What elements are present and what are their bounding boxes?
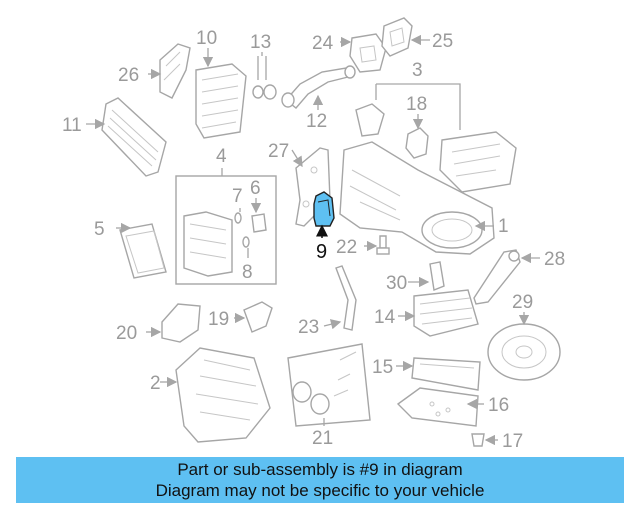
part-16-tray [396,387,479,427]
part-9-highlighted [313,191,335,227]
callout-29: 29 [512,292,533,313]
callout-4: 4 [216,146,227,167]
callout-3: 3 [412,60,423,81]
callout-18: 18 [406,94,427,115]
callout-8: 8 [242,262,253,283]
leader-lines [86,34,540,446]
callout-28: 28 [544,249,565,270]
callout-6: 6 [250,178,261,199]
callout-22: 22 [336,237,357,258]
part-14-flap [413,289,479,337]
part-1-housing [339,141,495,255]
callout-7: 7 [232,186,243,207]
part-30-clip [429,261,445,291]
part-21-kit-box [287,343,371,427]
callout-16: 16 [488,395,509,416]
part-24-seal [349,33,387,73]
callout-9: 9 [316,241,327,263]
info-banner: Part or sub-assembly is #9 in diagram Di… [16,457,624,503]
part-26-bracket [159,43,191,99]
part-2-lower-housing [175,347,271,443]
part-17-screw [471,433,485,447]
banner-line-1: Part or sub-assembly is #9 in diagram [177,460,463,479]
parts-diagram: 1 2 3 4 5 6 7 8 9 10 11 12 13 14 15 16 1… [62,17,565,452]
callout-26: 26 [118,65,139,86]
callout-10: 10 [196,28,217,49]
callout-30: 30 [386,273,407,294]
part-28-lever [473,249,521,305]
callout-1: 1 [498,216,509,237]
callout-15: 15 [372,357,393,378]
part-4-kit-box [175,175,277,285]
callout-5: 5 [94,219,105,240]
part-25-seal [381,17,413,57]
callout-25: 25 [432,31,453,52]
part-23-hose [335,265,357,331]
part-11-evaporator [101,97,167,177]
part-15-strip [411,357,481,391]
banner-line-2: Diagram may not be specific to your vehi… [155,481,485,500]
part-12-pipe [281,65,356,109]
callout-24: 24 [312,33,334,54]
part-10-filter [195,63,247,139]
part-19-bracket [243,301,273,333]
part-29-blower [487,323,561,381]
part-5-filter [119,223,167,279]
callout-14: 14 [374,307,396,328]
callout-23: 23 [298,317,319,338]
callout-20: 20 [116,323,137,344]
part-22-bolt [376,235,390,255]
callout-11: 11 [62,115,82,136]
callout-12: 12 [306,111,327,132]
callout-17: 17 [502,431,523,452]
part-20-resistor [161,303,201,343]
callout-2: 2 [150,373,161,394]
callout-21: 21 [312,428,333,449]
part-13-fittings [252,56,277,100]
part-3-group [355,83,517,193]
callout-labels: 1 2 3 4 5 6 7 8 9 10 11 12 13 14 15 16 1… [62,28,565,452]
part-18-actuator [405,127,429,159]
callout-13: 13 [250,32,271,53]
callout-27: 27 [268,141,289,162]
callout-19: 19 [208,309,229,330]
